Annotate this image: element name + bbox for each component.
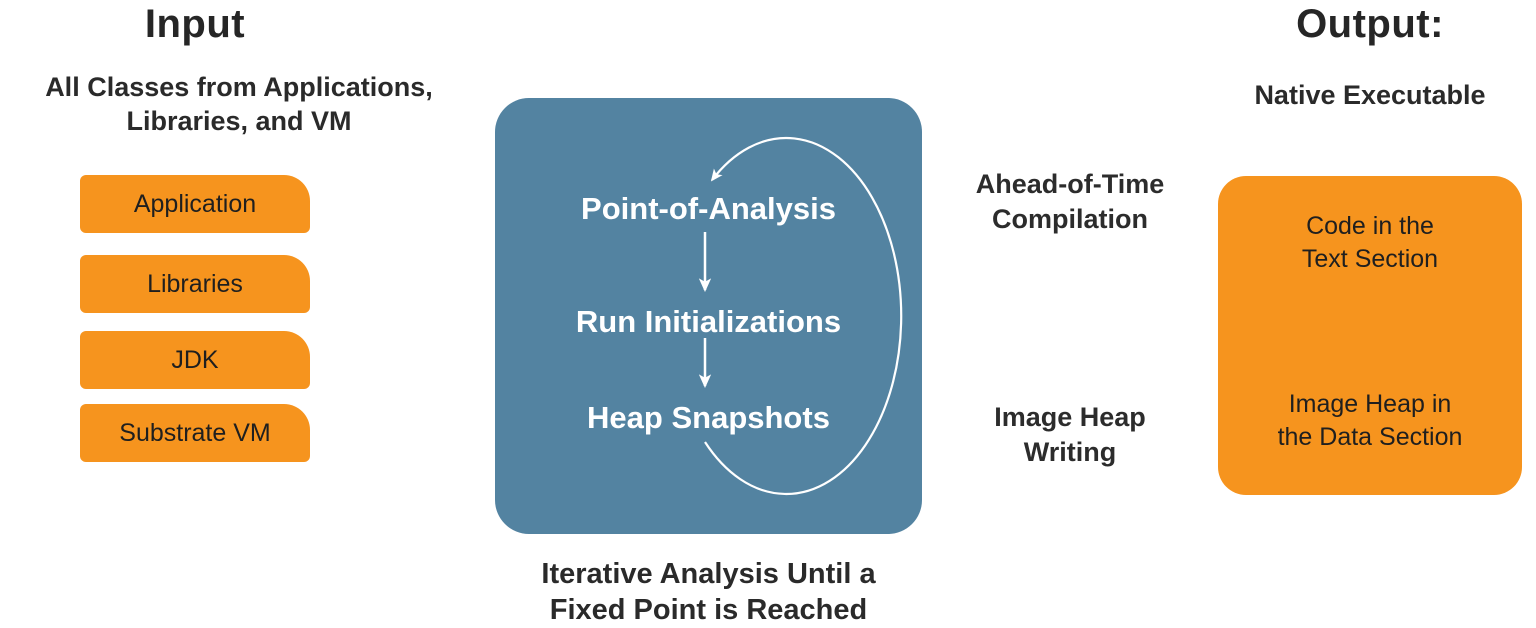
step-heap-snapshots: Heap Snapshots — [587, 400, 830, 435]
step-point-of-analysis: Point-of-Analysis — [581, 191, 836, 226]
output-title: Output: — [1296, 2, 1444, 46]
input-subtitle-line1: All Classes from Applications, — [45, 72, 433, 102]
output-item-code-text-section: Code in the Text Section — [1218, 210, 1522, 276]
input-box-substrate-vm: Substrate VM — [80, 404, 310, 462]
label-heap-line1: Image Heap — [994, 402, 1146, 432]
input-box-jdk: JDK — [80, 331, 310, 389]
output-subtitle: Native Executable — [1254, 80, 1486, 110]
output-item-1-line1: Image Heap in — [1288, 390, 1452, 418]
output-item-0-line2: Text Section — [1301, 245, 1439, 273]
process-caption: Iterative Analysis Until a Fixed Point i… — [495, 556, 922, 628]
label-aot-line2: Compilation — [992, 204, 1148, 234]
input-box-application: Application — [80, 175, 310, 233]
native-executable-box: Code in the Text Section Image Heap in t… — [1218, 176, 1522, 495]
output-item-image-heap-data-section: Image Heap in the Data Section — [1218, 388, 1522, 454]
process-caption-line1: Iterative Analysis Until a — [541, 558, 876, 590]
loop-ellipse-arc — [704, 136, 903, 496]
step-run-initializations: Run Initializations — [575, 304, 842, 339]
output-item-0-line1: Code in the — [1306, 212, 1434, 240]
input-title: Input — [144, 2, 246, 46]
label-aot-compilation: Ahead-of-Time Compilation — [945, 167, 1195, 237]
output-item-1-line2: the Data Section — [1277, 423, 1463, 451]
process-caption-line2: Fixed Point is Reached — [549, 594, 868, 626]
input-subtitle-line2: Libraries, and VM — [126, 106, 352, 136]
loop-arrow-icon — [698, 136, 903, 496]
label-heap-line2: Writing — [1023, 437, 1117, 467]
input-box-libraries: Libraries — [80, 255, 310, 313]
label-aot-line1: Ahead-of-Time — [975, 169, 1165, 199]
label-image-heap-writing: Image Heap Writing — [945, 400, 1195, 470]
input-subtitle: All Classes from Applications, Libraries… — [0, 70, 478, 138]
analysis-loop-box: Point-of-Analysis Run Initializations He… — [495, 98, 922, 534]
